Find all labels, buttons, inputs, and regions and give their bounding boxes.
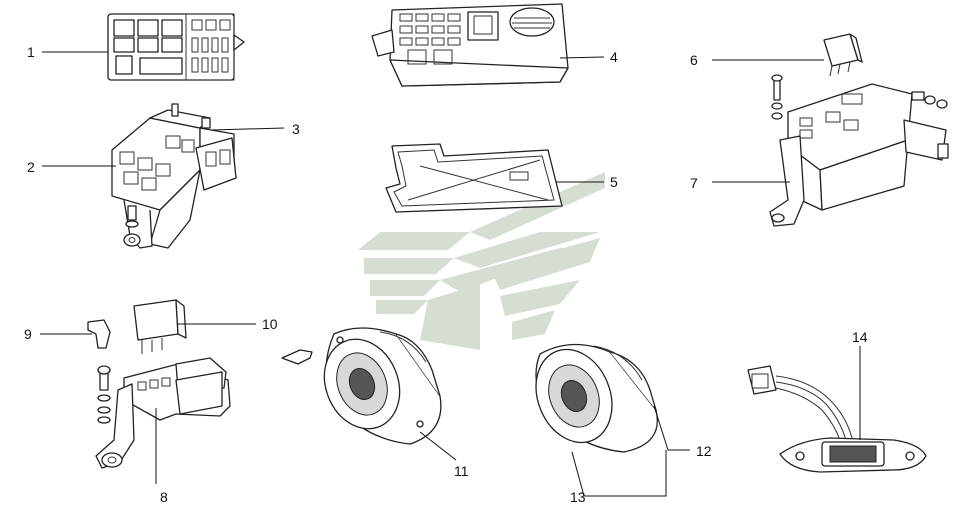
leader-13 — [571, 450, 667, 497]
callout-labels: 1 2 3 4 5 6 7 8 9 10 11 12 13 14 — [24, 44, 868, 505]
part-2-3-fuse-block — [111, 103, 237, 249]
part-4-fuse-box-cover — [371, 3, 569, 87]
leader-lines — [40, 51, 861, 497]
callout-9: 9 — [24, 326, 32, 342]
leader-4 — [559, 56, 605, 59]
callout-14: 14 — [852, 329, 868, 345]
callout-12: 12 — [696, 443, 712, 459]
callout-13: 13 — [570, 489, 586, 505]
leader-3 — [211, 127, 285, 131]
part-11-speaker — [281, 327, 442, 445]
callout-2: 2 — [27, 159, 35, 175]
leader-12 — [653, 405, 690, 451]
part-12-13-speaker — [535, 343, 658, 453]
callout-11: 11 — [454, 463, 469, 479]
part-6-7-relay-box — [769, 33, 949, 227]
callout-7: 7 — [690, 175, 698, 191]
part-8-9-10-relay-bracket — [87, 299, 231, 469]
part-1-fuse-box — [107, 13, 245, 81]
callout-8: 8 — [160, 489, 168, 505]
callout-3: 3 — [292, 121, 300, 137]
leader-11 — [419, 431, 457, 461]
callout-10: 10 — [262, 316, 278, 332]
callout-4: 4 — [610, 49, 618, 65]
watermark-logo — [358, 172, 605, 350]
callout-1: 1 — [27, 44, 35, 60]
part-14-harness-module — [747, 365, 927, 473]
callout-6: 6 — [690, 52, 698, 68]
callout-5: 5 — [610, 174, 618, 190]
part-5-seal-plate — [385, 143, 563, 213]
